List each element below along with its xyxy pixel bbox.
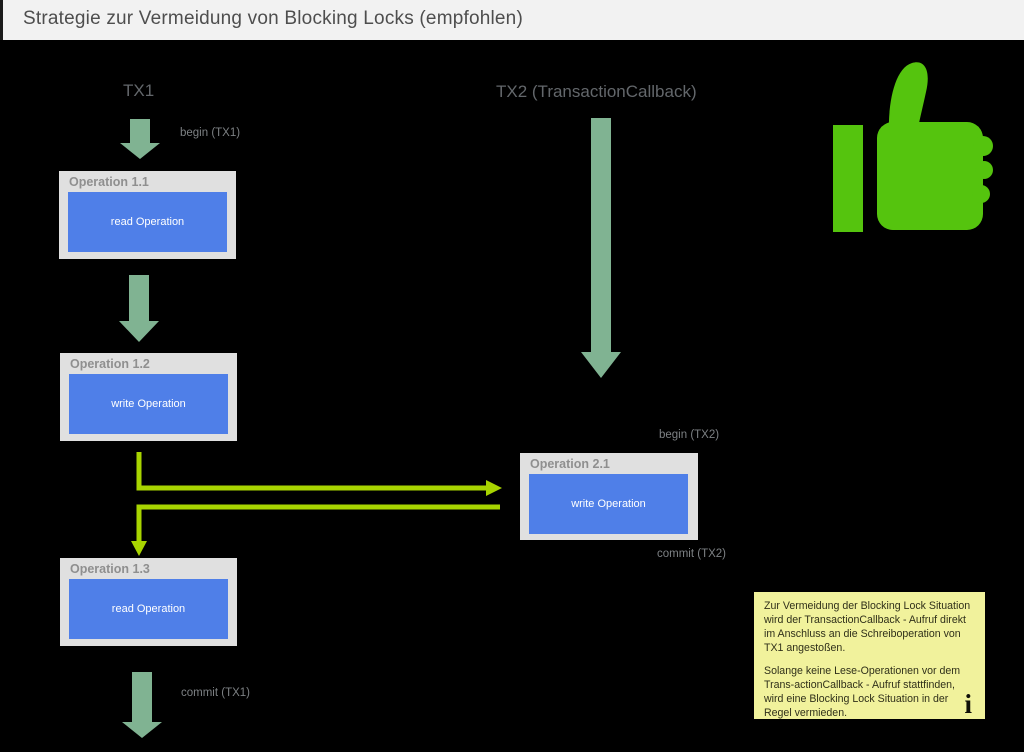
note-paragraph-2: Solange keine Lese-Operationen vor dem T… (764, 664, 961, 719)
operation-1-3-title: Operation 1.3 (70, 562, 150, 576)
begin-tx2-label: begin (TX2) (659, 429, 720, 441)
op21-to-op13-arrow (136, 504, 500, 542)
op21-to-op13-arrowhead-icon (131, 541, 147, 556)
commit-tx1-label: commit (TX1) (181, 687, 250, 699)
thumbs-up-icon (833, 62, 993, 232)
op12-to-op21-arrowhead-icon (486, 480, 502, 496)
note-paragraph-1: Zur Vermeidung der Blocking Lock Situati… (764, 600, 971, 654)
operation-2-1-box: Operation 2.1 write Operation (520, 453, 698, 540)
operation-1-3-action: read Operation (69, 579, 228, 639)
page-title: Strategie zur Vermeidung von Blocking Lo… (23, 8, 523, 29)
op11-to-op12-arrow-icon (119, 275, 159, 342)
op12-to-op21-arrow (136, 452, 486, 491)
operation-1-1-box: Operation 1.1 read Operation (59, 171, 236, 259)
tx2-column-title: TX2 (TransactionCallback) (496, 82, 697, 101)
info-icon: i (964, 689, 972, 719)
title-bar: Strategie zur Vermeidung von Blocking Lo… (0, 0, 1024, 40)
begin-tx1-arrow-icon (120, 119, 160, 159)
operation-1-1-action: read Operation (68, 192, 227, 252)
operation-1-1-title: Operation 1.1 (69, 175, 149, 189)
operation-1-3-box: Operation 1.3 read Operation (60, 558, 237, 646)
operation-1-2-box: Operation 1.2 write Operation (60, 353, 237, 441)
tx1-column-title: TX1 (123, 81, 155, 100)
operation-2-1-action: write Operation (529, 474, 688, 534)
operation-1-2-action: write Operation (69, 374, 228, 434)
operation-2-1-title: Operation 2.1 (530, 457, 610, 471)
operation-1-2-title: Operation 1.2 (70, 357, 150, 371)
commit-tx1-arrow-icon (122, 672, 162, 738)
explanation-note: Zur Vermeidung der Blocking Lock Situati… (754, 592, 985, 719)
tx2-flow-arrow-icon (581, 118, 621, 378)
commit-tx2-label: commit (TX2) (657, 548, 726, 560)
begin-tx1-label: begin (TX1) (180, 127, 241, 139)
